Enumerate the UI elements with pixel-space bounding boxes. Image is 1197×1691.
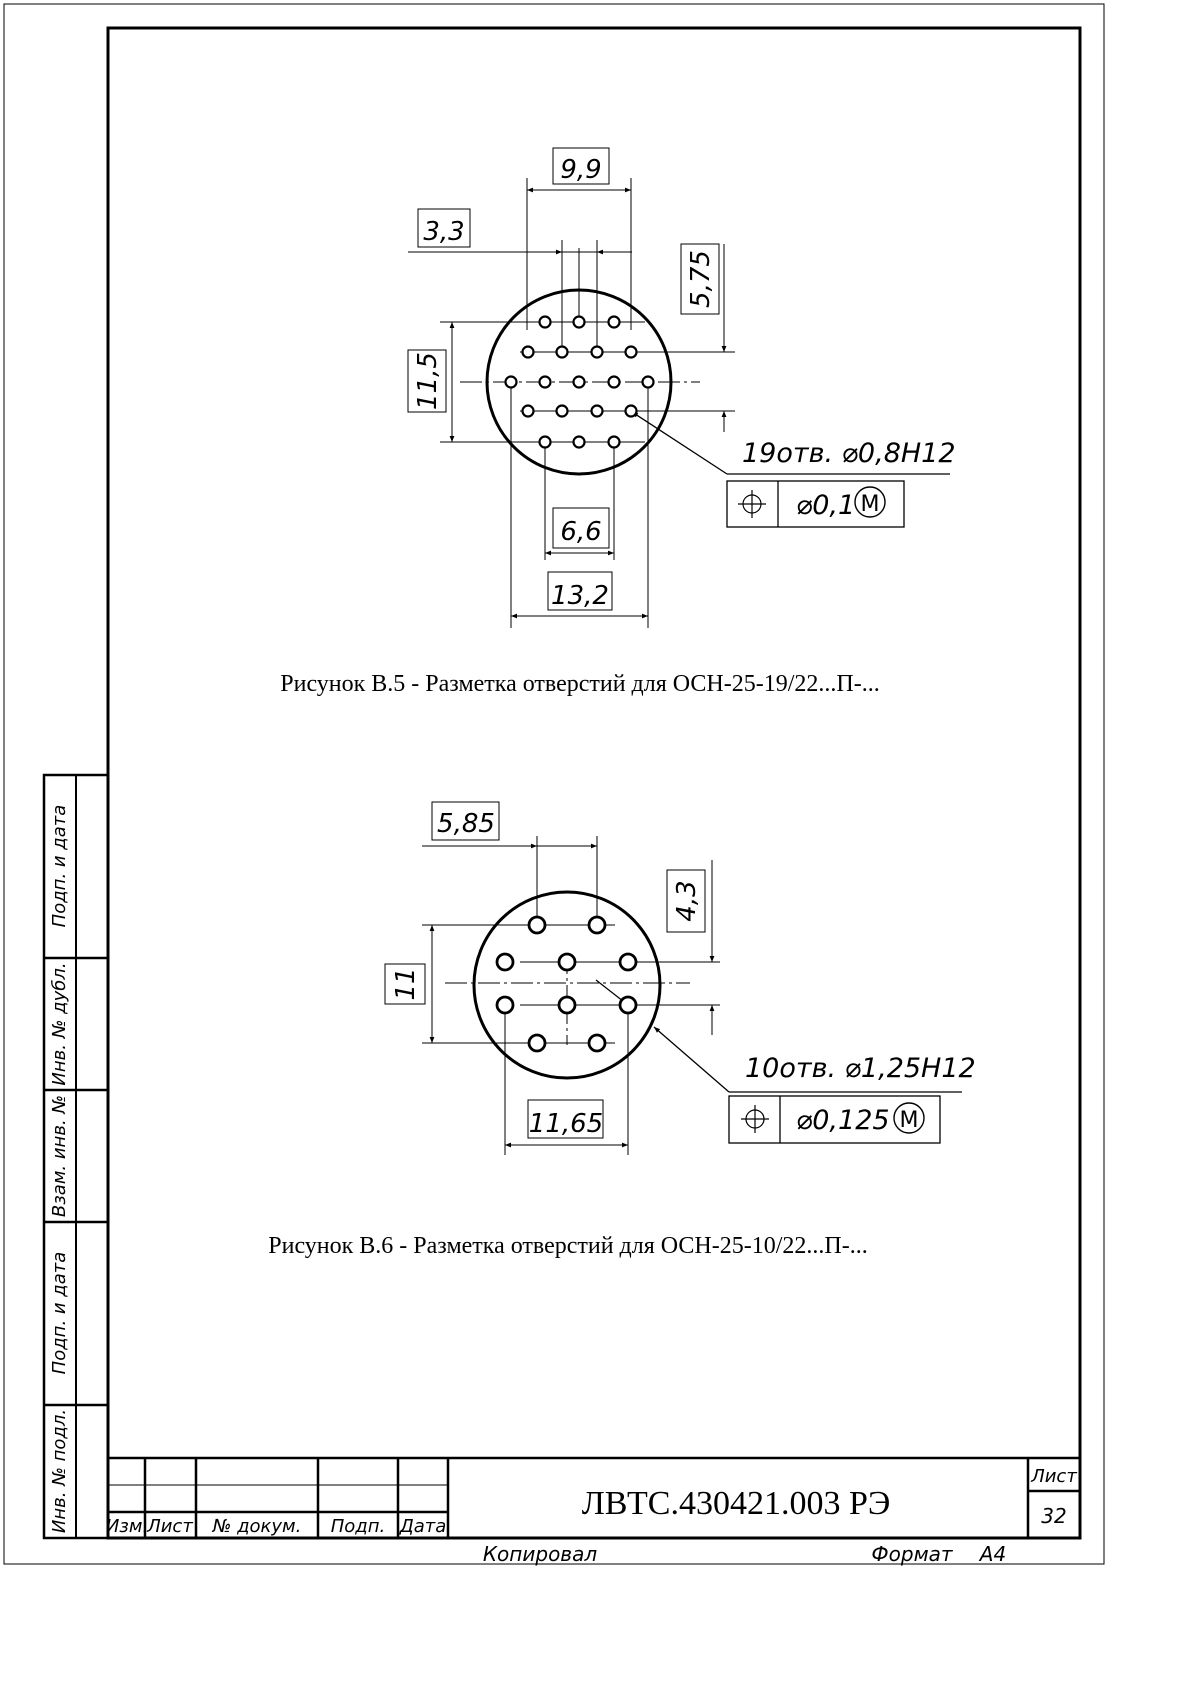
dim-box-9-9: [552, 147, 610, 185]
dim-11-65: 11,65: [529, 1109, 603, 1139]
holes-note-2: 10отв. ⌀1,25H12: [745, 1053, 976, 1084]
stamp-vzam-inv: Взам. инв. №: [49, 1095, 70, 1217]
dim-box-13-2: [547, 571, 613, 611]
dim-box-6-6: [552, 507, 610, 549]
side-stamp: [42, 773, 110, 1540]
col-list: Лист: [146, 1516, 193, 1537]
dim-5-85: 5,85: [437, 809, 495, 839]
holes-figure-2: [495, 915, 638, 1053]
dim-11-5: 11,5: [413, 352, 443, 410]
footer-format-label: Формат: [871, 1542, 953, 1566]
title-block: [108, 1456, 1080, 1538]
document-designation: ЛВТС.430421.003 РЭ: [582, 1485, 891, 1522]
dim-6-6: 6,6: [560, 517, 601, 547]
modifier-m-1: M: [861, 492, 880, 517]
stamp-podp-data-top: Подп. и дата: [49, 805, 70, 928]
footer-copied: Копировал: [483, 1542, 597, 1566]
tolerance-value-1: ⌀0,1: [796, 490, 855, 521]
col-data: Дата: [399, 1516, 447, 1537]
dim-box-4-3: [666, 869, 706, 933]
sheet-label: Лист: [1030, 1466, 1077, 1487]
drawing-sheet: 9,9 3,3 5,75 11,5 6,6 13,2 19отв. ⌀0,8H1…: [3, 3, 1105, 1566]
col-izm: Изм.: [106, 1516, 148, 1537]
holes-figure-1: [504, 315, 655, 449]
stamp-podp-data-bottom: Подп. и дата: [49, 1252, 70, 1375]
stamp-inv-podl: Инв. № подл.: [49, 1409, 70, 1533]
dim-box-11-65: [527, 1099, 604, 1139]
caption-figure-2: Рисунок В.6 - Разметка отверстий для ОСН…: [268, 1233, 867, 1259]
dim-box-5-85: [431, 801, 500, 841]
tolerance-frame-1: [726, 480, 905, 528]
dim-4-3: 4,3: [672, 880, 702, 921]
connector-outline-2: [472, 890, 662, 1080]
figure-2-hole-layout: [384, 801, 962, 1155]
dim-3-3: 3,3: [423, 217, 464, 247]
page-trim: [3, 3, 1105, 1565]
dim-box-5-75: [680, 243, 720, 315]
sheet-number: 32: [1041, 1504, 1066, 1528]
max-material-modifier-icon: [893, 1102, 925, 1134]
footer-format-value: А4: [978, 1542, 1006, 1566]
tolerance-value-2: ⌀0,125: [796, 1105, 890, 1136]
col-docum: № докум.: [212, 1516, 302, 1537]
max-material-modifier-icon: [854, 486, 886, 518]
dim-box-3-3: [417, 208, 471, 248]
figure-1-hole-layout: [407, 147, 950, 628]
holes-note-1: 19отв. ⌀0,8H12: [742, 438, 956, 469]
drawing-frame: [106, 26, 1082, 1540]
col-podp: Подп.: [331, 1516, 385, 1537]
stamp-inv-dubl: Инв. № дубл.: [49, 962, 70, 1085]
tolerance-frame-2: [728, 1095, 941, 1144]
dim-13-2: 13,2: [551, 581, 609, 611]
dim-5-75: 5,75: [686, 250, 716, 308]
dim-9-9: 9,9: [560, 155, 601, 185]
dim-11: 11: [391, 967, 421, 1000]
caption-figure-1: Рисунок В.5 - Разметка отверстий для ОСН…: [280, 671, 879, 697]
dim-box-11: [384, 963, 426, 1005]
modifier-m-2: M: [900, 1108, 919, 1133]
dim-box-11-5: [407, 349, 447, 413]
